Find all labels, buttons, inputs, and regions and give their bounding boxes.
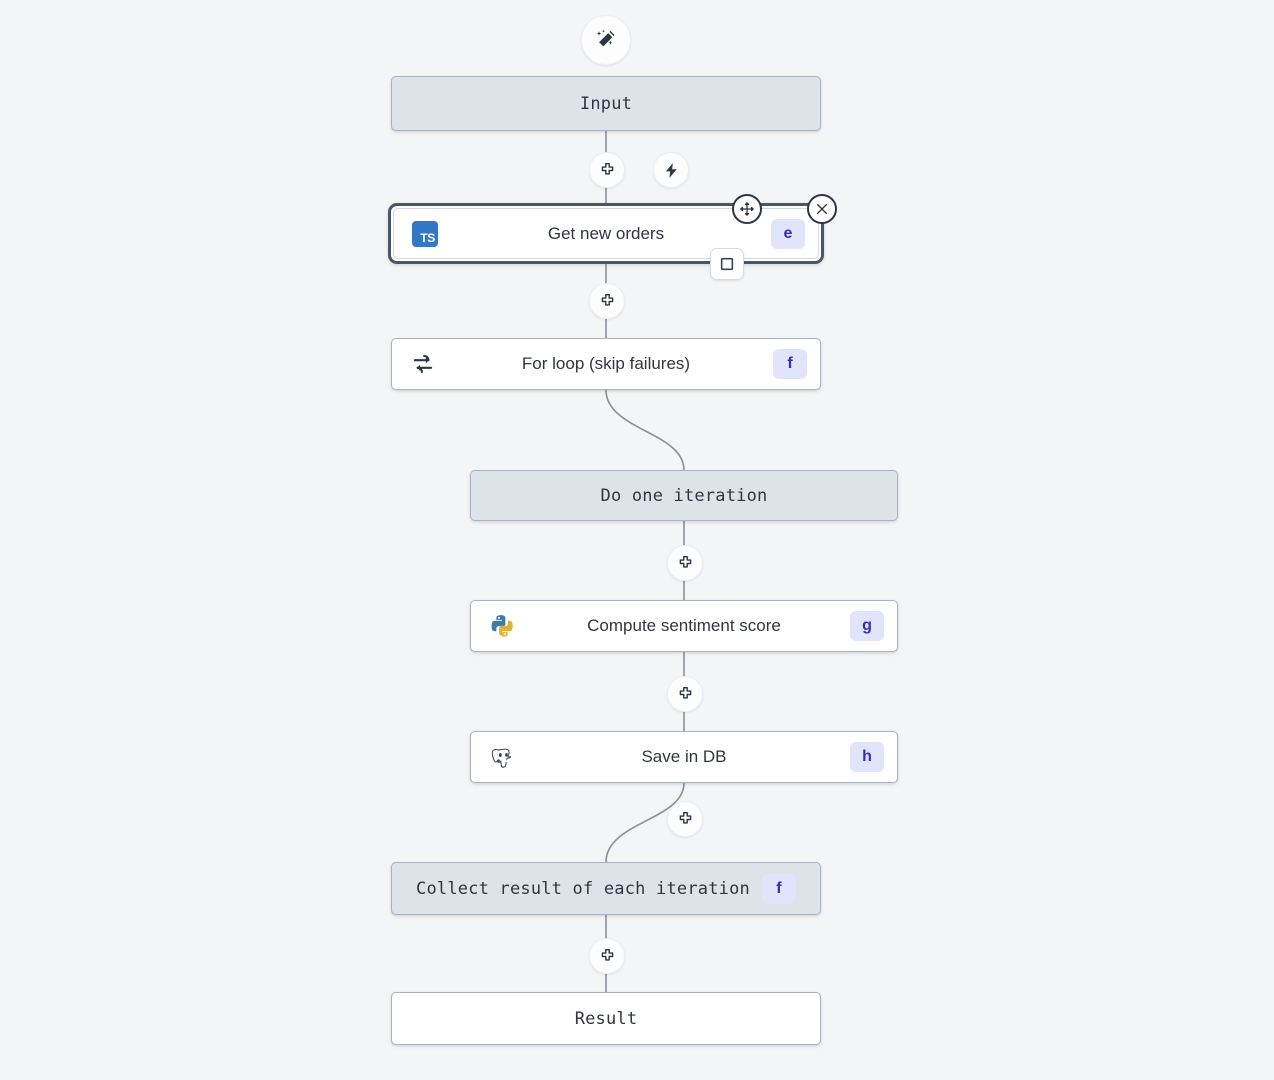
plus-icon	[679, 555, 691, 568]
add-step-button-after-input[interactable]	[589, 152, 625, 188]
postgresql-icon	[488, 743, 516, 771]
shortcut-badge-f-loop[interactable]: f	[773, 349, 807, 379]
node-collect-result-label: Collect result of each iteration	[416, 878, 750, 899]
magic-wand-icon	[596, 29, 615, 47]
node-input-label: Input	[579, 93, 633, 114]
plus-icon	[679, 686, 691, 699]
shortcut-badge-f-collect[interactable]: f	[761, 873, 796, 904]
add-step-button-after-collect-result[interactable]	[589, 938, 625, 974]
magic-wand-button[interactable]	[581, 15, 631, 65]
node-input[interactable]: Input	[391, 76, 821, 131]
shortcut-badge-e[interactable]: e	[771, 218, 805, 249]
close-button[interactable]	[807, 194, 837, 224]
node-do-one-iteration-label: Do one iteration	[600, 485, 768, 506]
node-get-new-orders-label: Get new orders	[547, 223, 665, 243]
close-icon	[816, 203, 828, 215]
plus-icon	[679, 811, 691, 824]
add-step-button-after-compute-sentiment-score[interactable]	[667, 676, 703, 712]
node-do-one-iteration[interactable]: Do one iteration	[470, 470, 898, 521]
add-step-button-after-get-new-orders[interactable]	[589, 283, 625, 319]
typescript-icon-label: TS	[412, 220, 438, 247]
node-compute-sentiment-score-label: Compute sentiment score	[587, 616, 781, 635]
plus-icon	[601, 948, 613, 961]
shortcut-badge-g[interactable]: g	[850, 611, 884, 641]
node-result-label: Result	[574, 1008, 638, 1029]
plus-icon	[601, 293, 613, 306]
move-icon	[740, 202, 754, 216]
node-for-loop-label: For loop (skip failures)	[521, 354, 691, 373]
toggle-button[interactable]	[710, 248, 744, 280]
plus-icon	[601, 162, 613, 175]
add-step-button-after-save-in-db[interactable]	[667, 801, 703, 837]
loop-icon	[409, 350, 437, 378]
trigger-button[interactable]	[653, 152, 689, 188]
node-for-loop[interactable]: For loop (skip failures) f	[391, 338, 821, 390]
move-handle[interactable]	[732, 194, 762, 224]
node-compute-sentiment-score[interactable]: Compute sentiment score g	[470, 600, 898, 652]
edge-for-loop-to-do-one-iteration	[605, 389, 685, 471]
node-result[interactable]: Result	[391, 992, 821, 1045]
lightning-icon	[665, 162, 677, 178]
node-save-in-db-label: Save in DB	[641, 747, 727, 766]
square-icon	[720, 257, 734, 271]
node-save-in-db[interactable]: Save in DB h	[470, 731, 898, 783]
python-icon	[488, 612, 516, 640]
typescript-icon: TS	[411, 220, 439, 248]
shortcut-badge-h[interactable]: h	[850, 742, 884, 772]
add-step-button-after-do-one-iteration[interactable]	[667, 545, 703, 581]
node-collect-result[interactable]: Collect result of each iteration f	[391, 862, 821, 915]
